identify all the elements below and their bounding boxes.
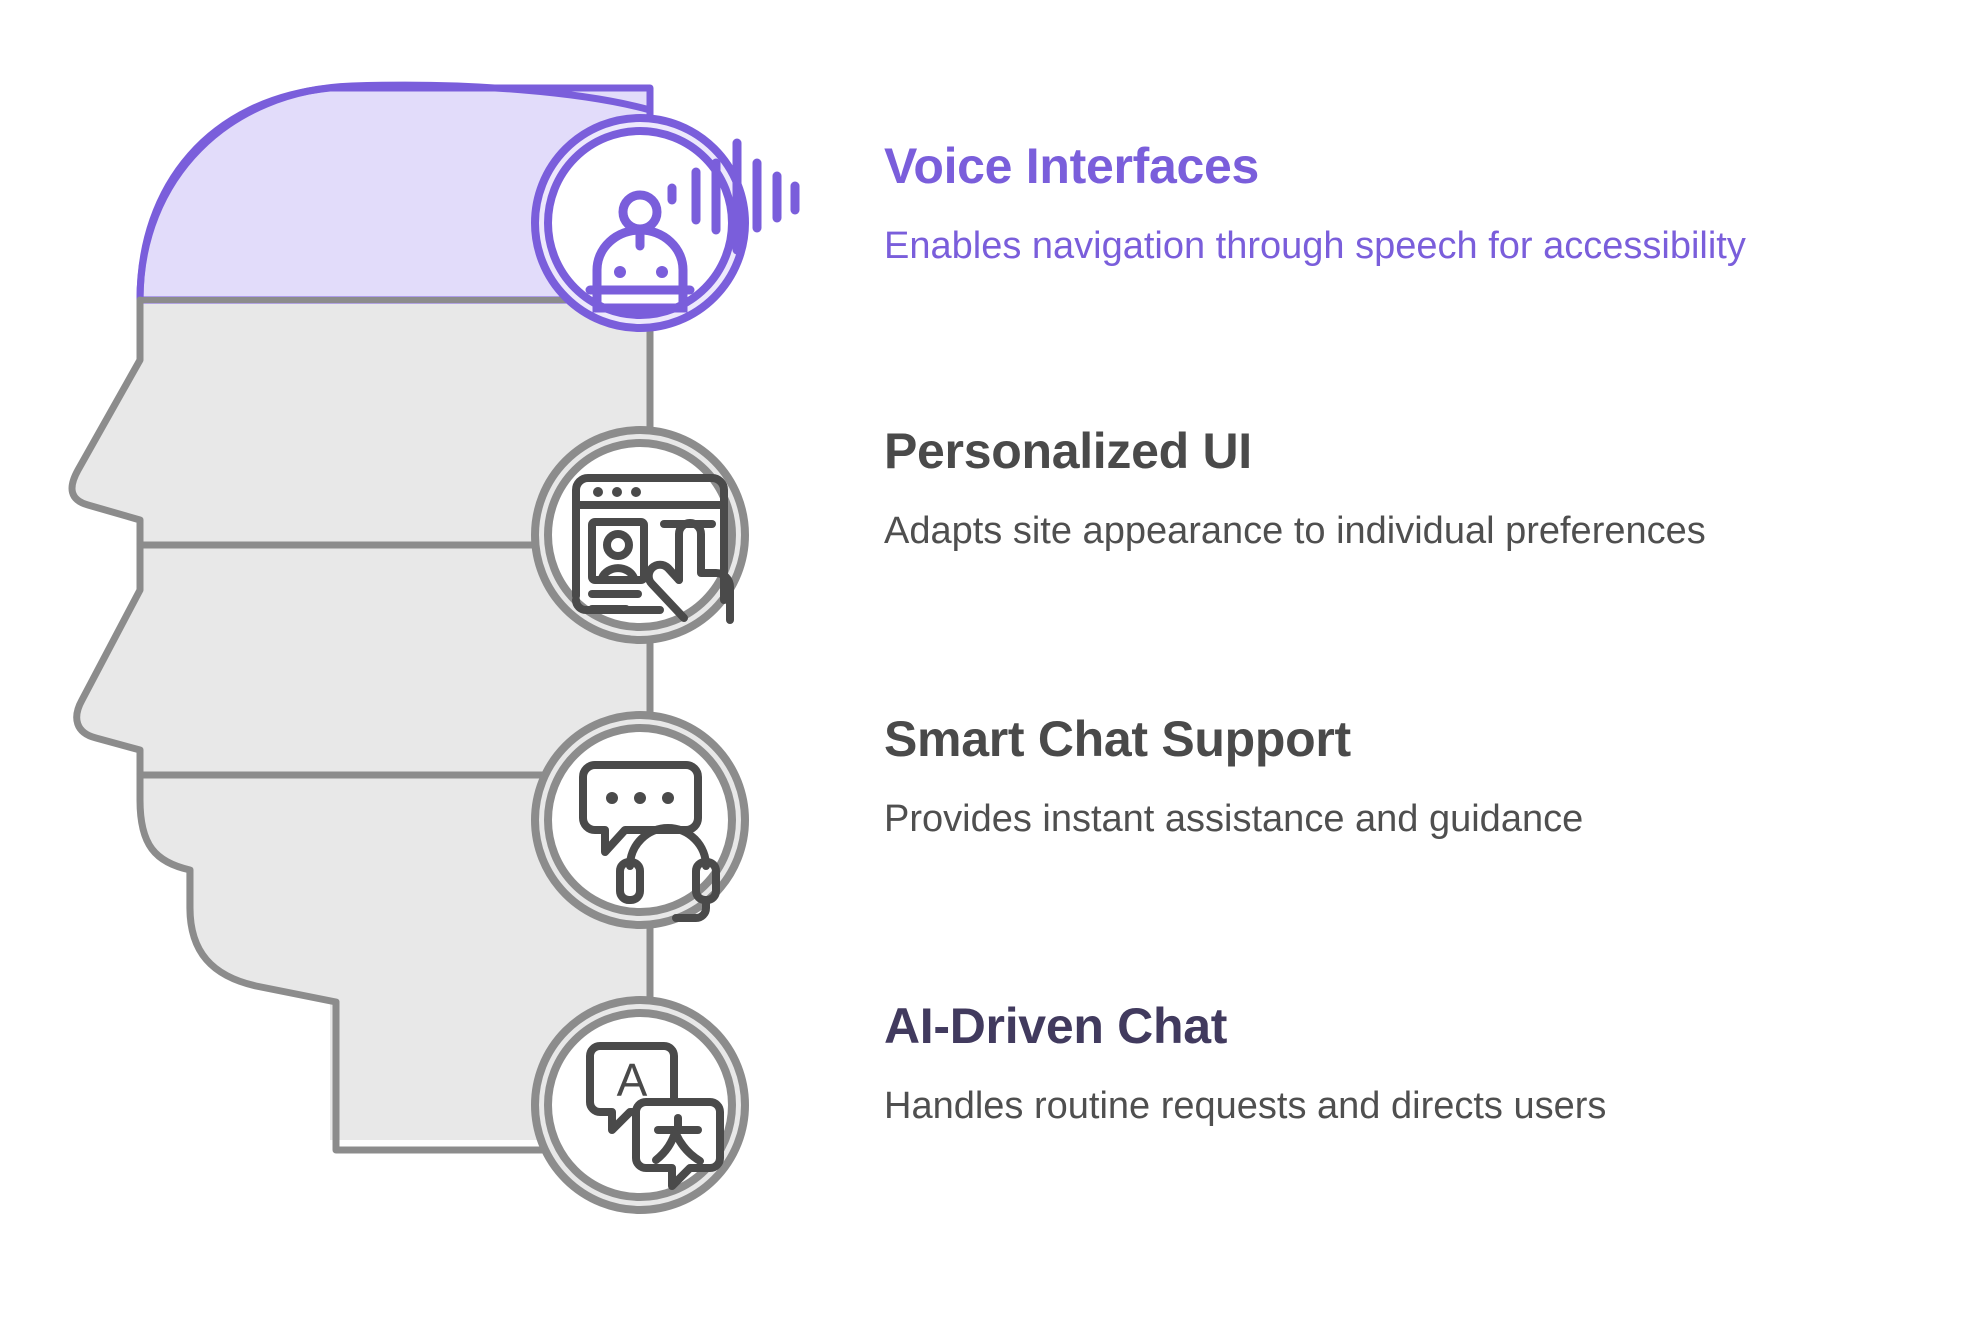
chat-bubble-headset-icon (579, 761, 720, 922)
item-title: Smart Chat Support (884, 711, 1351, 767)
head-profile-svg: A (68, 81, 800, 1214)
band-outline-3 (73, 541, 654, 779)
head-dome-outline (136, 81, 654, 304)
icon-badge-ai-driven-chat[interactable]: A (531, 996, 749, 1214)
item-description: Handles routine requests and directs use… (884, 1084, 1607, 1127)
head-layers-graphic: A (0, 0, 900, 1335)
item-title: Personalized UI (884, 423, 1252, 479)
badge-inner-circle (544, 724, 736, 916)
list-item-personalized-ui[interactable]: Personalized UI Adapts site appearance t… (884, 425, 1964, 555)
icon-badge-personalized-ui[interactable] (531, 426, 749, 644)
robot-voice-waveform-icon (585, 138, 800, 313)
item-description: Enables navigation through speech for ac… (884, 224, 1746, 267)
item-title: Voice Interfaces (884, 138, 1260, 194)
item-description: Adapts site appearance to individual pre… (884, 509, 1706, 552)
list-item-smart-chat-support[interactable]: Smart Chat Support Provides instant assi… (884, 713, 1964, 843)
svg-text:A: A (617, 1054, 648, 1106)
list-item-ai-driven-chat[interactable]: AI-Driven Chat Handles routine requests … (884, 1000, 1964, 1130)
items-list: Voice Interfaces Enables navigation thro… (884, 0, 1983, 1335)
band-outline-2 (68, 296, 654, 549)
band-outline-4 (136, 771, 654, 1154)
icon-badge-voice-interfaces[interactable] (531, 114, 800, 332)
browser-profile-cursor-icon (572, 474, 734, 624)
list-item-voice-interfaces[interactable]: Voice Interfaces Enables navigation thro… (884, 140, 1964, 270)
icon-badge-smart-chat-support[interactable] (531, 711, 749, 929)
item-description: Provides instant assistance and guidance (884, 797, 1584, 840)
translation-speech-bubbles-icon: A (586, 1042, 724, 1190)
item-title: AI-Driven Chat (884, 998, 1228, 1054)
